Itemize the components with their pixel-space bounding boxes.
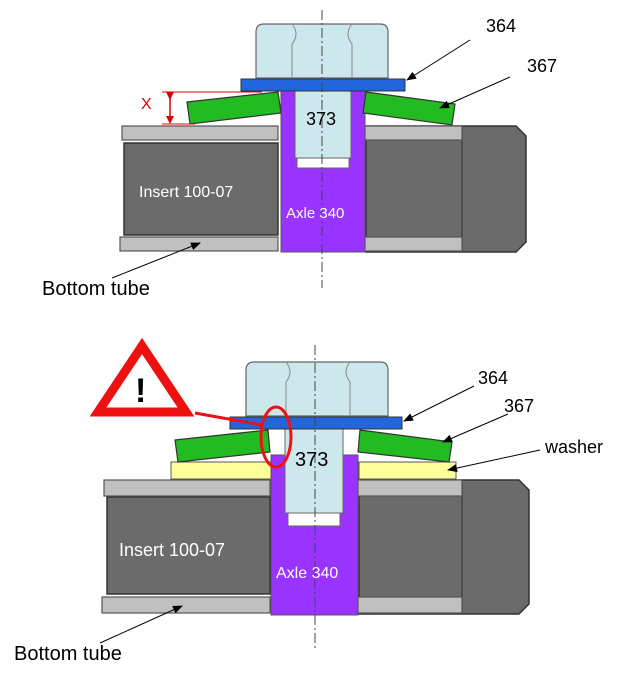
- spring-367-right-2: [357, 429, 453, 463]
- bolt-head-2: [245, 361, 389, 417]
- right-insert-2: [358, 479, 530, 615]
- insert-label-2: Insert 100-07: [119, 540, 225, 560]
- left-insert-2: [106, 496, 271, 595]
- washer-364-2: [229, 416, 403, 430]
- top-plate-left: [121, 125, 279, 141]
- washer-364: [240, 78, 406, 92]
- warning-icon: [89, 337, 195, 417]
- left-insert: [123, 142, 279, 236]
- bottom-assembly: [89, 337, 541, 650]
- bolt-tip: [296, 157, 350, 169]
- axle-label-2: Axle 340: [276, 565, 338, 582]
- bottom-plate-left: [119, 236, 279, 252]
- top-assembly: [111, 10, 527, 288]
- label-367: 367: [527, 56, 557, 76]
- insert-label: Insert 100-07: [139, 184, 233, 201]
- bottom-tube-label-2: Bottom tube: [14, 643, 122, 665]
- top-plate-left-2: [103, 479, 271, 497]
- spring-367-left-2: [174, 429, 271, 463]
- spring-367-right: [362, 91, 456, 126]
- bottom-plate-right: [364, 236, 463, 252]
- warning-symbol: !: [135, 372, 146, 410]
- top-plate-right-2: [357, 479, 463, 497]
- label-364-2: 364: [478, 368, 508, 388]
- bolt-shank-2: [284, 417, 344, 514]
- bottom-plate-right-2: [357, 596, 463, 614]
- label-x: X: [141, 96, 152, 113]
- bottom-plate-left-2: [101, 596, 271, 614]
- washer-yellow-left: [170, 461, 272, 480]
- bottom-tube-label: Bottom tube: [42, 278, 150, 300]
- label-373: 373: [306, 109, 336, 129]
- spring-367-left: [186, 91, 282, 125]
- label-373-2: 373: [295, 449, 328, 471]
- gap-highlight: [259, 405, 293, 469]
- bolt-tip-2: [287, 512, 341, 527]
- right-insert: [365, 125, 527, 253]
- label-364: 364: [486, 16, 516, 36]
- label-367-2: 367: [504, 396, 534, 416]
- axle-label: Axle 340: [286, 205, 344, 222]
- washer-yellow-right: [358, 461, 457, 480]
- top-plate-right: [364, 125, 463, 141]
- washer-label: washer: [544, 437, 603, 457]
